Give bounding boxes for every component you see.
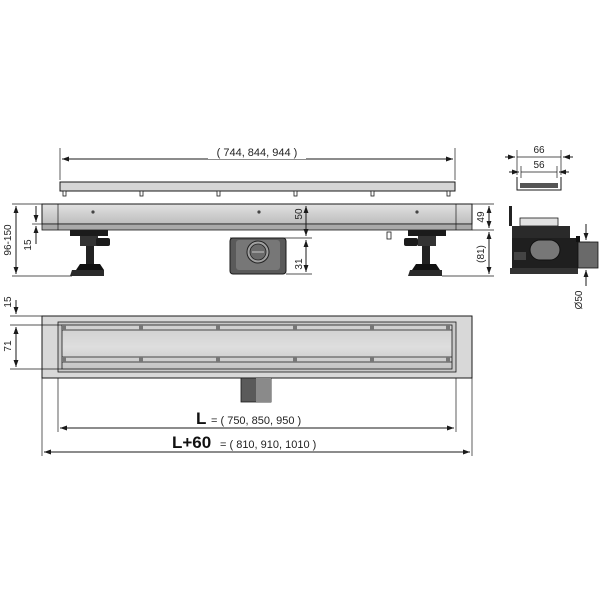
L-symbol: L [196,409,206,428]
plan-15-label: 15 [3,296,14,308]
grate-length-label: ( 744, 844, 944 ) [217,147,298,159]
L60-symbol: L+60 [172,433,211,452]
right-leveling-foot [404,230,446,276]
plan-view: 15 71 L = ( 750, 850, 950 ) L+60 = ( 810… [3,296,473,456]
channel-body [41,203,473,225]
height-31-label: 31 [294,258,305,270]
L60-values-label: = ( 810, 910, 1010 ) [220,439,316,451]
side-elevation: ( 744, 844, 944 ) [3,145,494,277]
side-width-inner-label: 56 [533,160,545,171]
foot-15-label: 15 [23,239,34,251]
cross-section: 66 56 Ø50 [505,145,599,309]
height-49-label: 49 [476,211,487,223]
height-81-label: (81) [476,245,487,263]
plan-grate-pins [62,325,450,362]
channel-profile [509,206,599,274]
plan-71-label: 71 [3,340,14,352]
diameter-label: Ø50 [574,290,585,309]
height-range-label: 96-150 [3,224,14,256]
plan-grate [61,324,453,370]
grate-pins [62,190,451,197]
left-leveling-foot [70,230,110,276]
outlet-housing [229,237,287,275]
L-values-label: = ( 750, 850, 950 ) [211,415,301,427]
side-width-top-label: 66 [533,145,545,156]
height-50-label: 50 [294,208,305,220]
grate-bar [59,181,456,192]
